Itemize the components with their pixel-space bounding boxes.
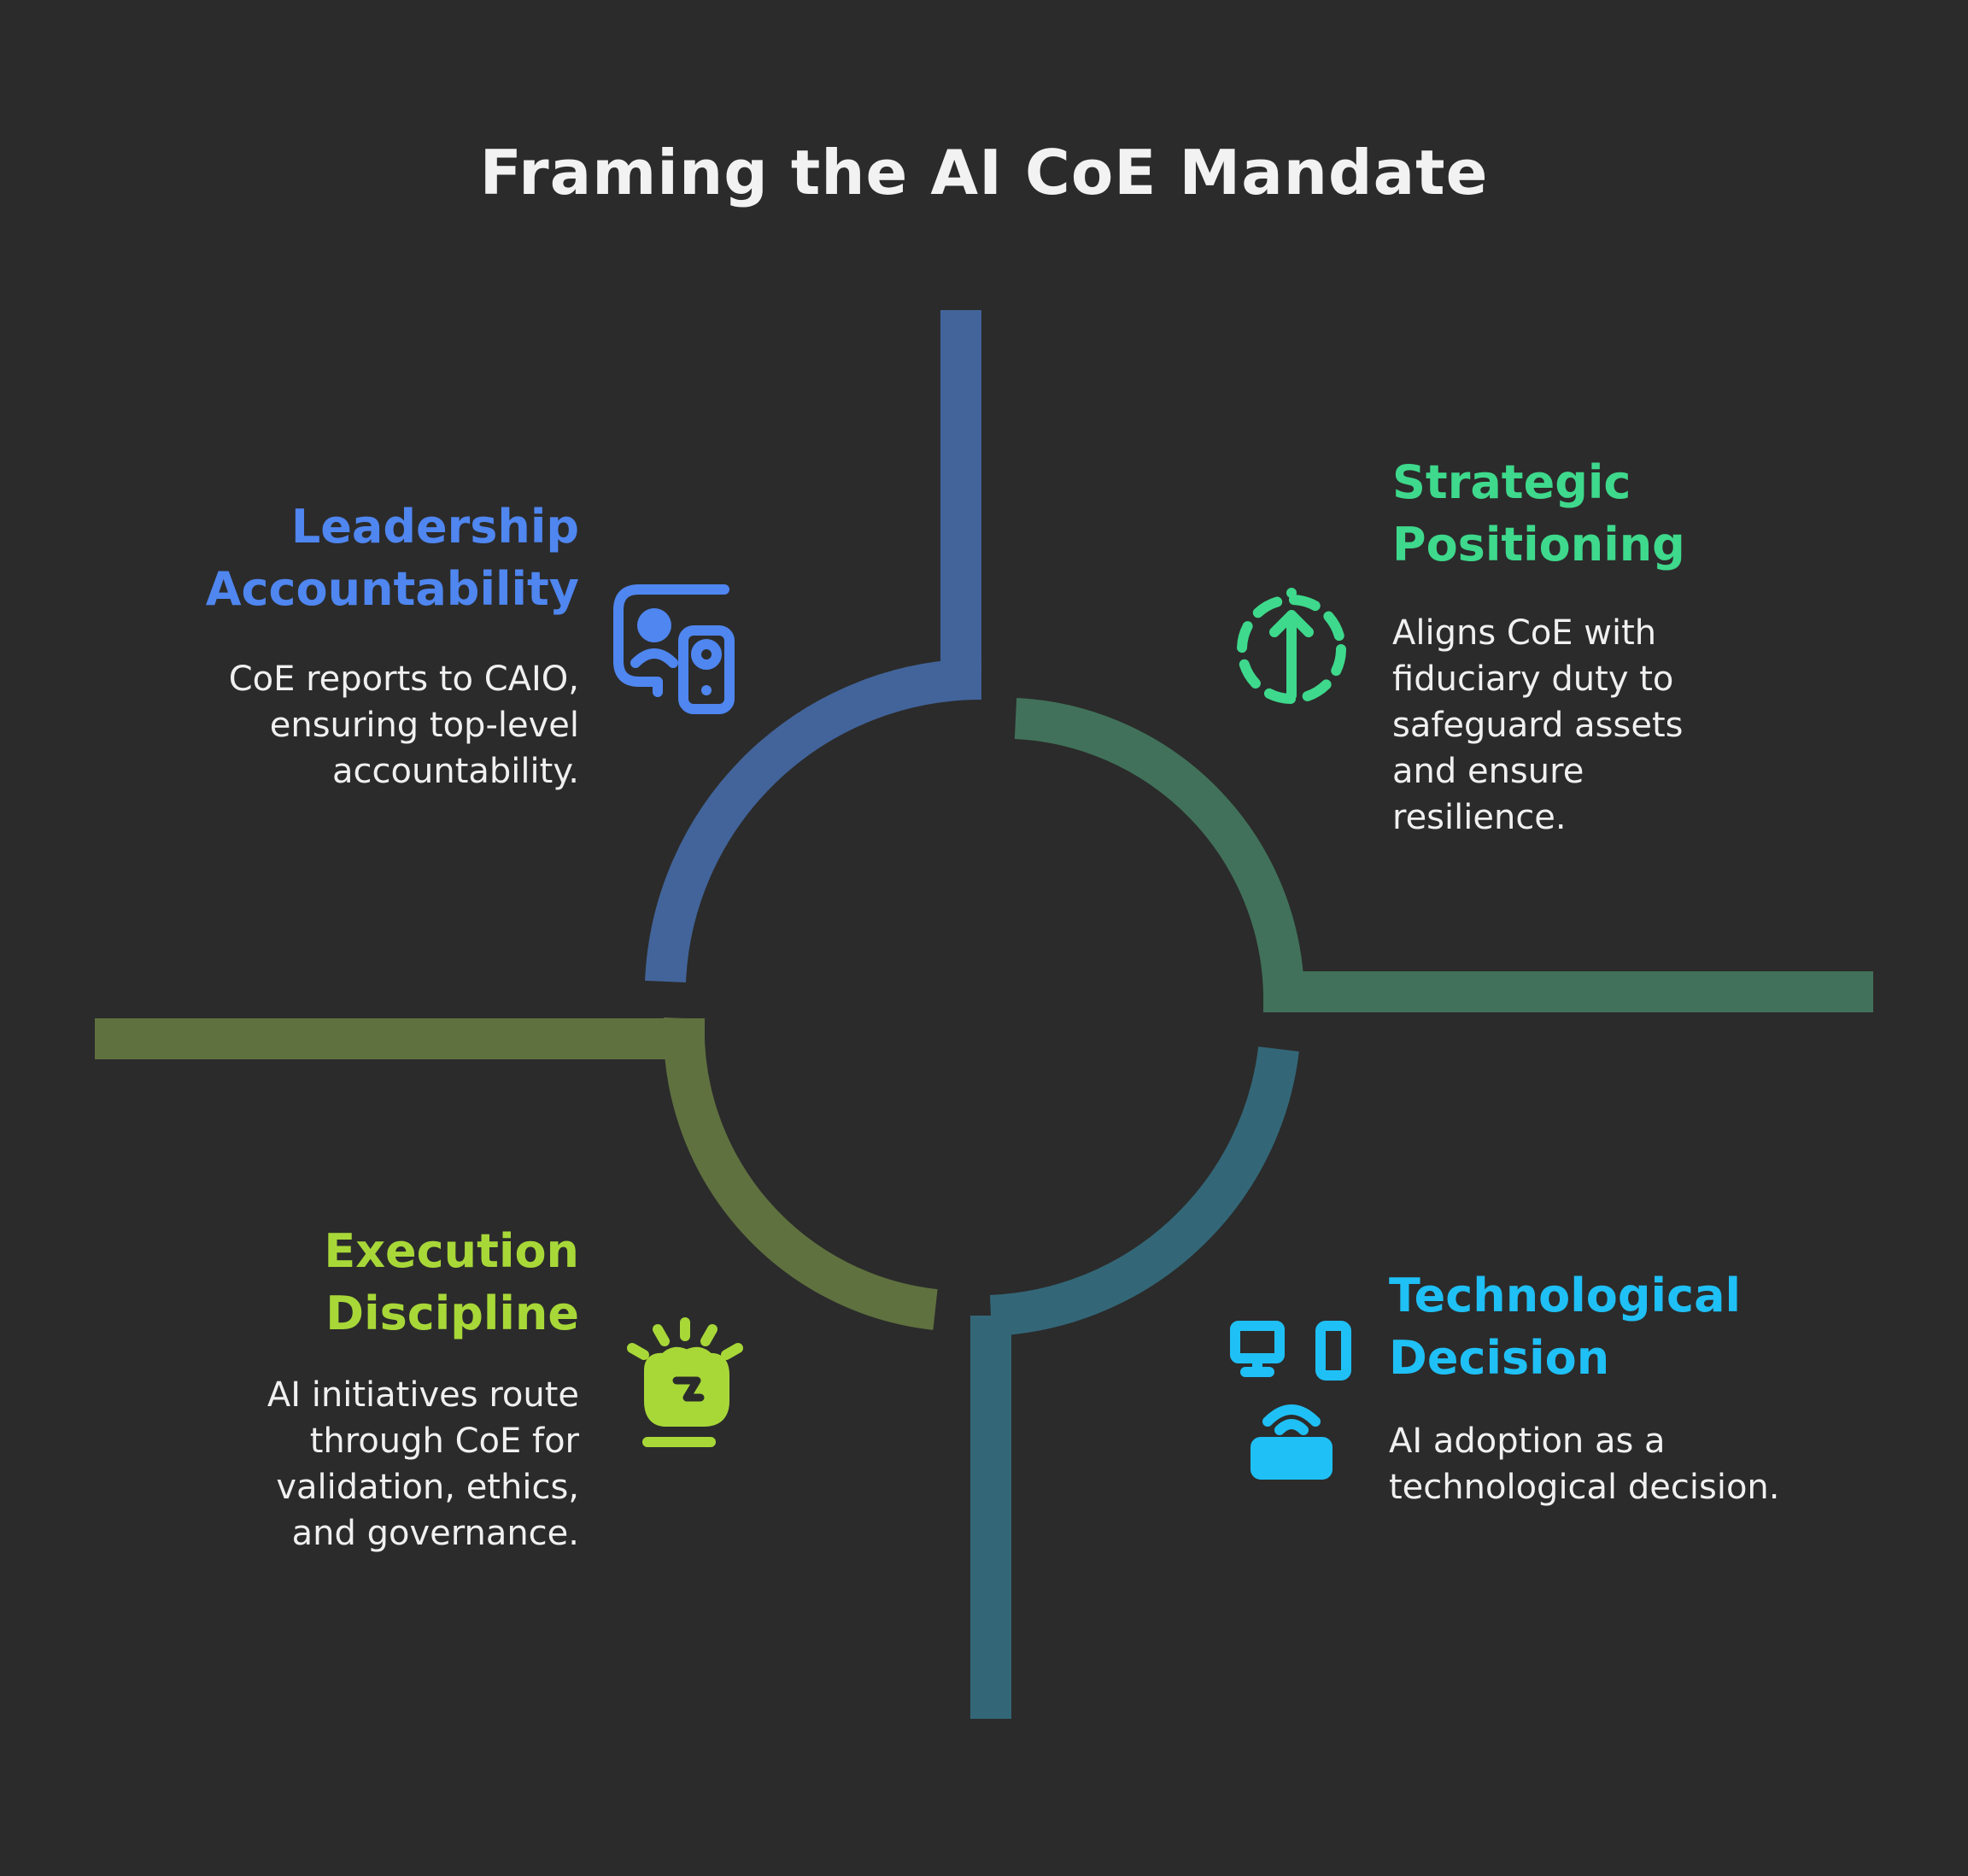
- strategic-heading: Strategic Positioning: [1392, 451, 1685, 576]
- strategic-heading-line: Strategic: [1392, 455, 1631, 509]
- execution-description-line: through CoE for: [309, 1422, 579, 1461]
- leadership-description-line: ensuring top-level: [269, 706, 579, 745]
- technological-heading-line: Technological: [1389, 1269, 1742, 1322]
- people-chat-icon: [613, 584, 735, 714]
- execution-description-line: and governance.: [291, 1514, 579, 1553]
- execution-heading-line: Discipline: [325, 1287, 579, 1340]
- leadership-heading-line: Leadership: [290, 500, 579, 554]
- strategic-description: Aligns CoE with fiduciary duty to safegu…: [1392, 610, 1683, 841]
- technological-heading: Technological Decision: [1389, 1264, 1741, 1389]
- technological-description-line: technological decision.: [1389, 1468, 1780, 1507]
- strategic-heading-line: Positioning: [1392, 518, 1685, 572]
- leadership-heading: Leadership Accountability: [206, 495, 579, 620]
- ring-segment-technological: [970, 1046, 1299, 1719]
- execution-heading: Execution Discipline: [324, 1220, 579, 1345]
- ring-segment-leadership: [645, 310, 982, 983]
- execution-description-line: AI initiatives route: [266, 1375, 579, 1415]
- ring-segment-strategic: [1014, 698, 1873, 1012]
- execution-heading-line: Execution: [324, 1224, 579, 1278]
- leadership-description-line: accountability.: [332, 752, 579, 791]
- strategic-description-line: Aligns CoE with: [1392, 613, 1657, 653]
- leadership-heading-line: Accountability: [205, 562, 579, 616]
- upward-arrow-circle-icon: [1237, 588, 1346, 704]
- technological-description: AI adoption as a technological decision.: [1389, 1418, 1779, 1510]
- ring-segment-execution: [95, 1017, 938, 1330]
- execution-description-line: validation, ethics,: [276, 1468, 579, 1507]
- network-devices-icon: [1230, 1321, 1351, 1480]
- fist-impact-icon: [627, 1317, 743, 1447]
- technological-heading-line: Decision: [1389, 1331, 1610, 1385]
- page-title: Framing the AI CoE Mandate: [479, 137, 1489, 208]
- execution-description: AI initiatives route through CoE for val…: [267, 1372, 579, 1556]
- strategic-description-line: fiduciary duty to: [1392, 660, 1674, 699]
- leadership-description-line: CoE reports to CAIO,: [228, 660, 579, 699]
- leadership-description: CoE reports to CAIO, ensuring top-level …: [229, 656, 579, 794]
- strategic-description-line: safeguard assets: [1392, 706, 1684, 745]
- strategic-description-line: resilience.: [1392, 798, 1567, 837]
- technological-description-line: AI adoption as a: [1389, 1422, 1666, 1461]
- strategic-description-line: and ensure: [1392, 752, 1584, 791]
